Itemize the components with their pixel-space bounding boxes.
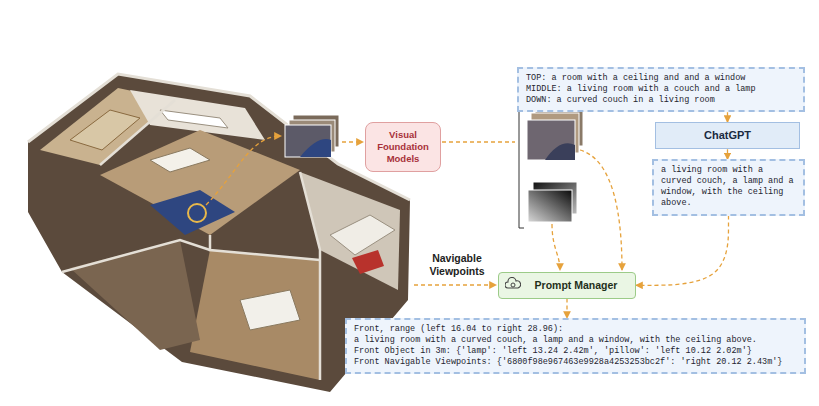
node-text: a living room with a curved couch, a lam… xyxy=(354,335,797,346)
living-floor xyxy=(100,130,300,235)
lower-left-room xyxy=(70,240,200,350)
dashed-connector xyxy=(727,112,728,122)
agent-marker xyxy=(188,204,206,222)
model-outputs xyxy=(519,100,583,228)
side-label: Navigable Viewpoints xyxy=(422,252,492,278)
node-text: a living room with a curved couch, a lam… xyxy=(661,165,796,209)
view-thumbnails xyxy=(285,115,339,157)
node-text: ChatGPT xyxy=(661,129,794,142)
node-text: Prompt Manager xyxy=(523,279,629,292)
node-text: Visual Foundation Models xyxy=(369,129,437,165)
couch xyxy=(240,290,300,330)
node-text: Front, range (left 16.04 to right 28.96)… xyxy=(354,324,797,335)
output-image xyxy=(527,120,575,160)
dashed-connector xyxy=(727,149,728,159)
node-text: Front Object in 3m: {'lamp': 'left 13.24… xyxy=(354,346,797,357)
process-box: Visual Foundation Models xyxy=(365,122,441,172)
red-chair xyxy=(352,250,384,274)
dashed-arrow xyxy=(580,150,622,270)
node-text: DOWN: a curved couch in a living room xyxy=(526,95,796,106)
table xyxy=(150,148,210,172)
process-box: Prompt Manager xyxy=(498,272,636,299)
rug xyxy=(150,190,235,235)
caption-box: TOP: a room with a ceiling and and a win… xyxy=(517,67,805,112)
manager-icon xyxy=(505,277,521,291)
lower-room-floor xyxy=(190,250,320,380)
text-box: a living room with a curved couch, a lam… xyxy=(652,159,805,215)
wall xyxy=(28,74,410,200)
thumbnail-detail xyxy=(300,139,331,157)
dashed-arrow xyxy=(206,136,281,205)
node-text: MIDDLE: a living room with a couch and a… xyxy=(526,84,796,95)
bed xyxy=(330,215,395,255)
dashed-arrow xyxy=(342,141,363,142)
depth-map xyxy=(528,190,572,222)
wall xyxy=(100,100,175,165)
bed xyxy=(70,110,140,150)
bracket xyxy=(519,100,524,228)
dashed-line xyxy=(442,141,515,142)
dashed-connector xyxy=(636,216,729,286)
wall xyxy=(62,240,210,272)
node-text: TOP: a room with a ceiling and and a win… xyxy=(526,73,796,84)
wall xyxy=(210,235,320,260)
counter xyxy=(160,110,228,128)
dashed-arrow xyxy=(552,224,560,270)
process-box: ChatGPT xyxy=(655,122,800,149)
dashed-connector xyxy=(566,299,567,318)
output-box: Front, range (left 16.04 to right 28.96)… xyxy=(345,318,806,374)
output-image-detail xyxy=(545,143,575,160)
wall xyxy=(300,172,320,380)
thumbnail xyxy=(285,125,331,157)
node-text: Front Navigable Viewpoints: {'6800f98e96… xyxy=(354,357,797,368)
dashed-arrow xyxy=(414,284,496,285)
